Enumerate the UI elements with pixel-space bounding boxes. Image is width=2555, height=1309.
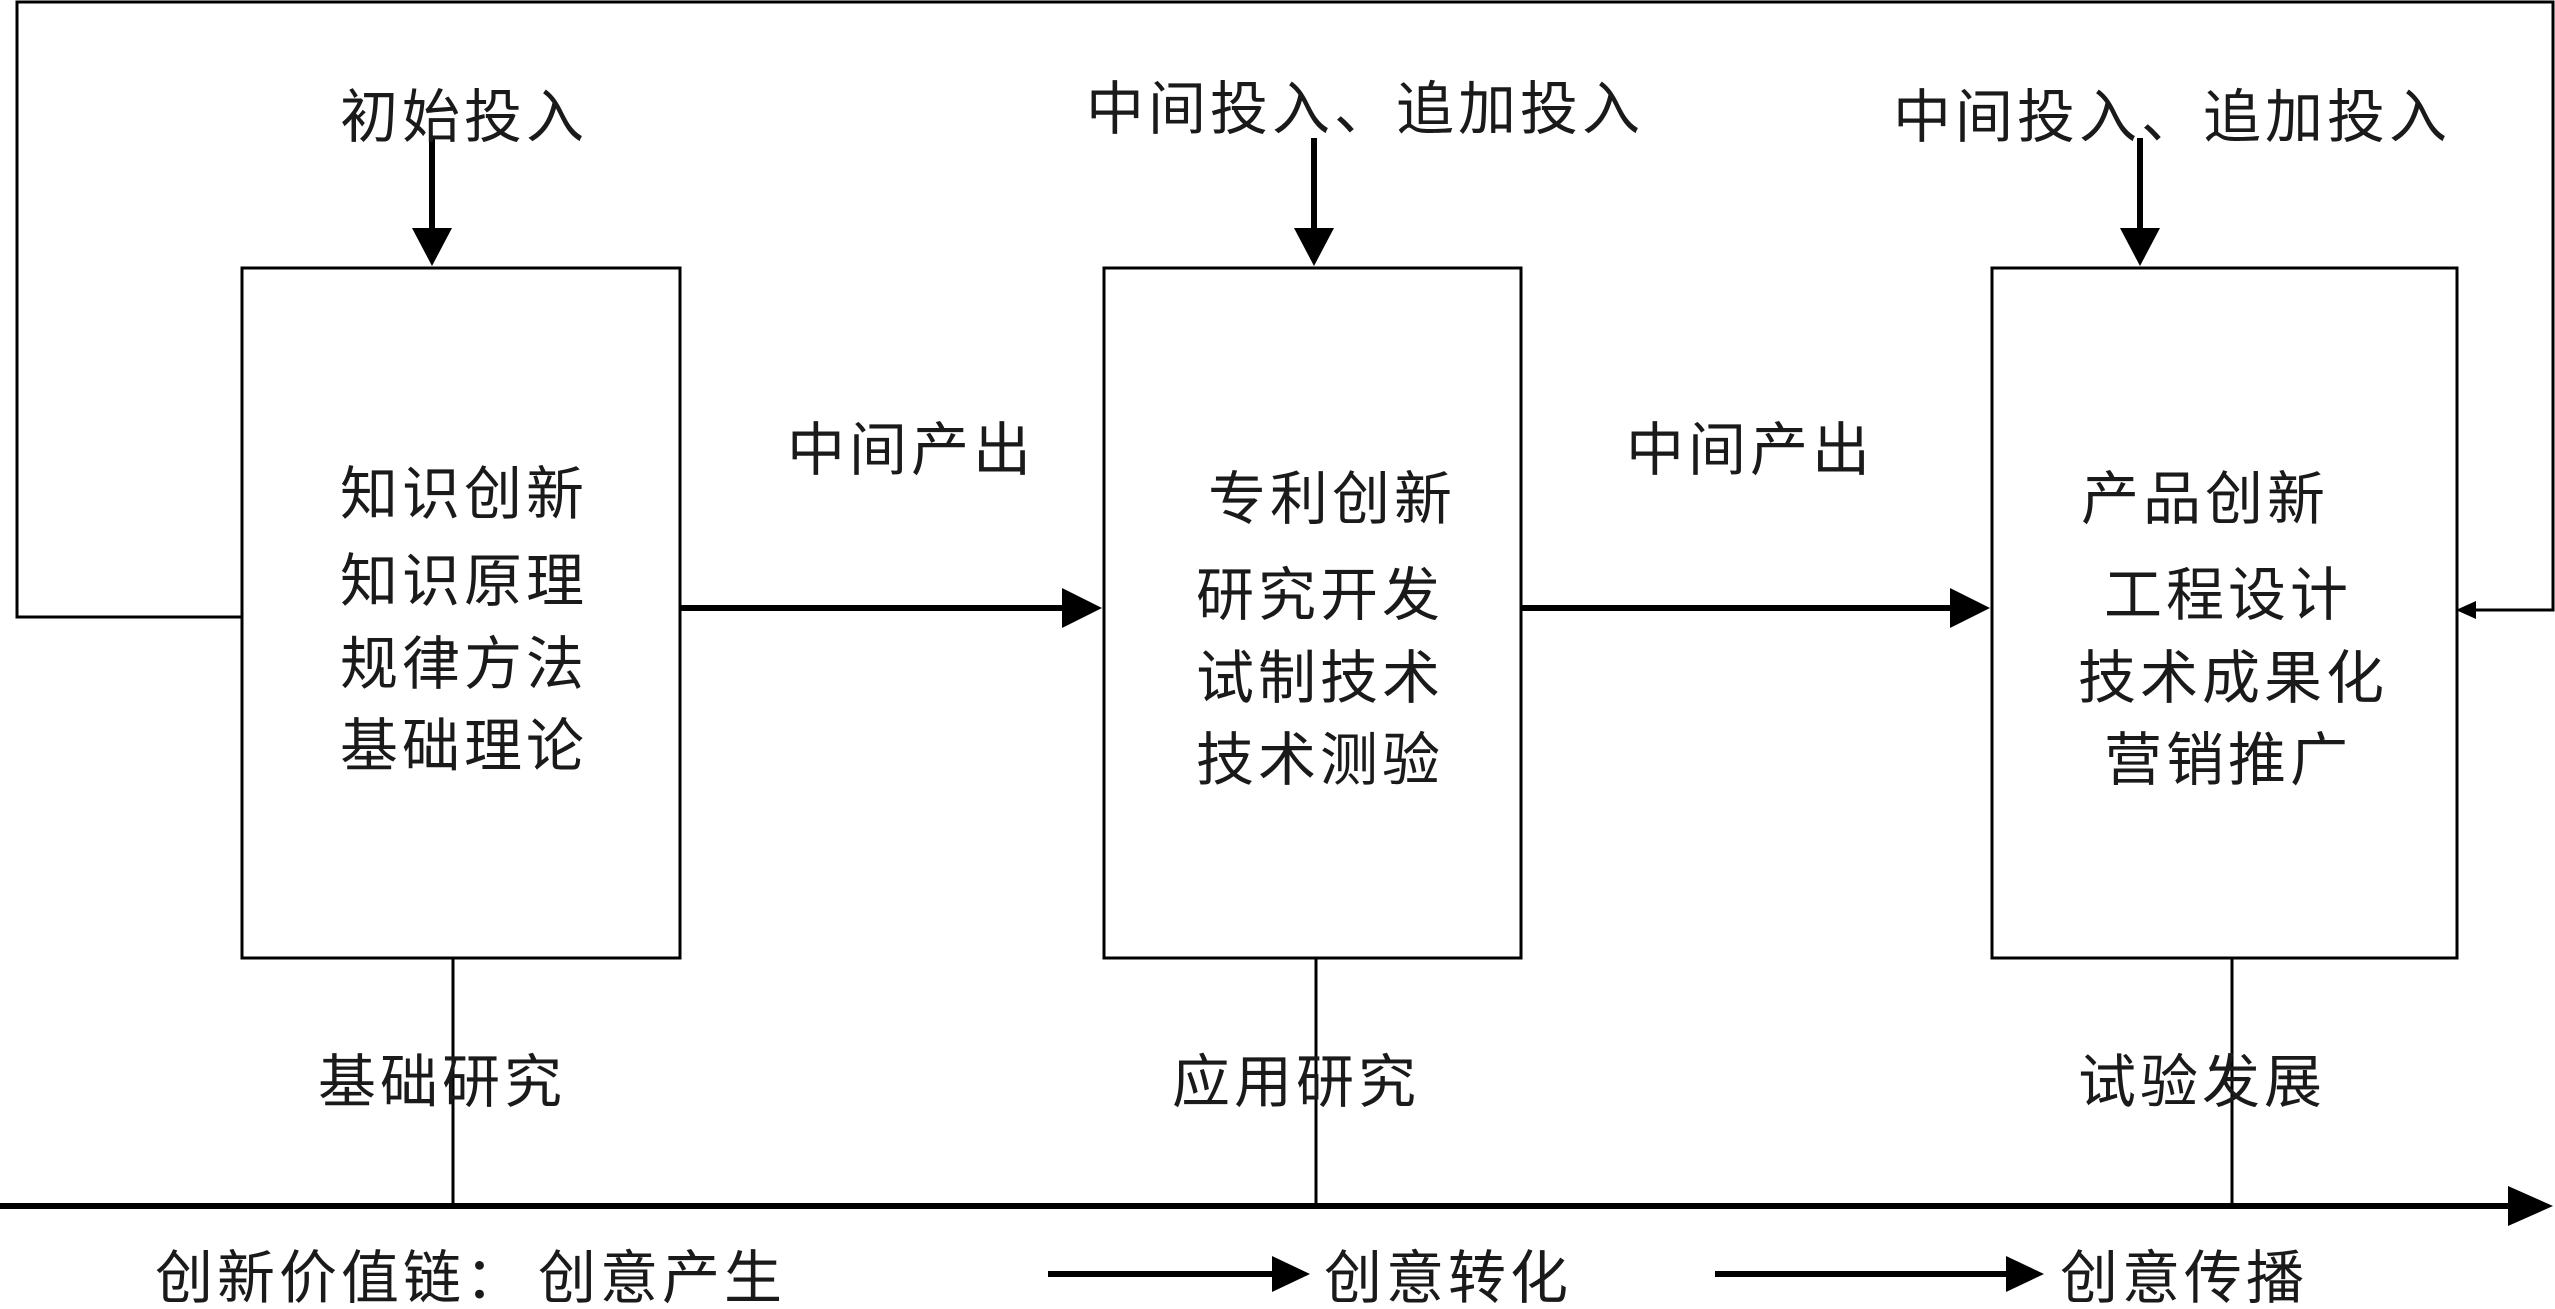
input-label-3: 中间投入、追加投入: [1893, 83, 2451, 151]
box-3-line-4: 营销推广: [2104, 726, 2352, 794]
intermediate-output-label-1: 中间产出: [787, 416, 1035, 484]
value-chain-step-1: 创意产生: [538, 1244, 786, 1309]
box-2-line-2: 研究开发: [1196, 561, 1444, 629]
feedback-loop-line: [15, 0, 2555, 619]
box-1-line-3: 规律方法: [340, 630, 588, 698]
stage-box-experimental-development: [1990, 266, 2459, 960]
box-3-line-2: 工程设计: [2104, 561, 2352, 629]
value-chain-prefix: 创新价值链：: [155, 1244, 527, 1309]
timeline-arrowhead: [2508, 1186, 2553, 1226]
box-1-line-4: 基础理论: [340, 712, 588, 780]
box-2-line-1: 专利创新: [1208, 465, 1456, 533]
stage-box-applied-research: [1102, 266, 1523, 960]
output-arrow-2-head: [1950, 588, 1990, 628]
feedback-loop-arrowhead: [2456, 601, 2476, 619]
input-arrow-3-head: [2120, 228, 2160, 266]
stage-box-basic-research: [240, 266, 682, 960]
value-chain-step-2: 创意转化: [1324, 1244, 1572, 1309]
value-chain-step-3: 创意传播: [2060, 1244, 2308, 1309]
value-chain-arrow-1-head: [1272, 1256, 1310, 1292]
phase-label-applied-research: 应用研究: [1172, 1048, 1420, 1116]
phase-label-experimental-development: 试验发展: [2078, 1048, 2326, 1116]
value-chain-arrow-2-head: [2006, 1256, 2044, 1292]
input-label-1: 初始投入: [340, 83, 588, 151]
box-3-line-3: 技术成果化: [2078, 644, 2388, 712]
output-arrow-1-head: [1062, 588, 1102, 628]
input-label-2: 中间投入、追加投入: [1086, 75, 1644, 143]
box-2-line-3: 试制技术: [1196, 644, 1444, 712]
intermediate-output-label-2: 中间产出: [1626, 416, 1874, 484]
box-3-line-1: 产品创新: [2081, 465, 2329, 533]
input-arrow-1-head: [412, 228, 452, 266]
phase-label-basic-research: 基础研究: [318, 1048, 566, 1116]
box-1-line-2: 知识原理: [340, 547, 588, 615]
input-arrow-2-head: [1294, 228, 1334, 266]
box-1-line-1: 知识创新: [340, 460, 588, 528]
box-2-line-4: 技术测验: [1196, 726, 1444, 794]
